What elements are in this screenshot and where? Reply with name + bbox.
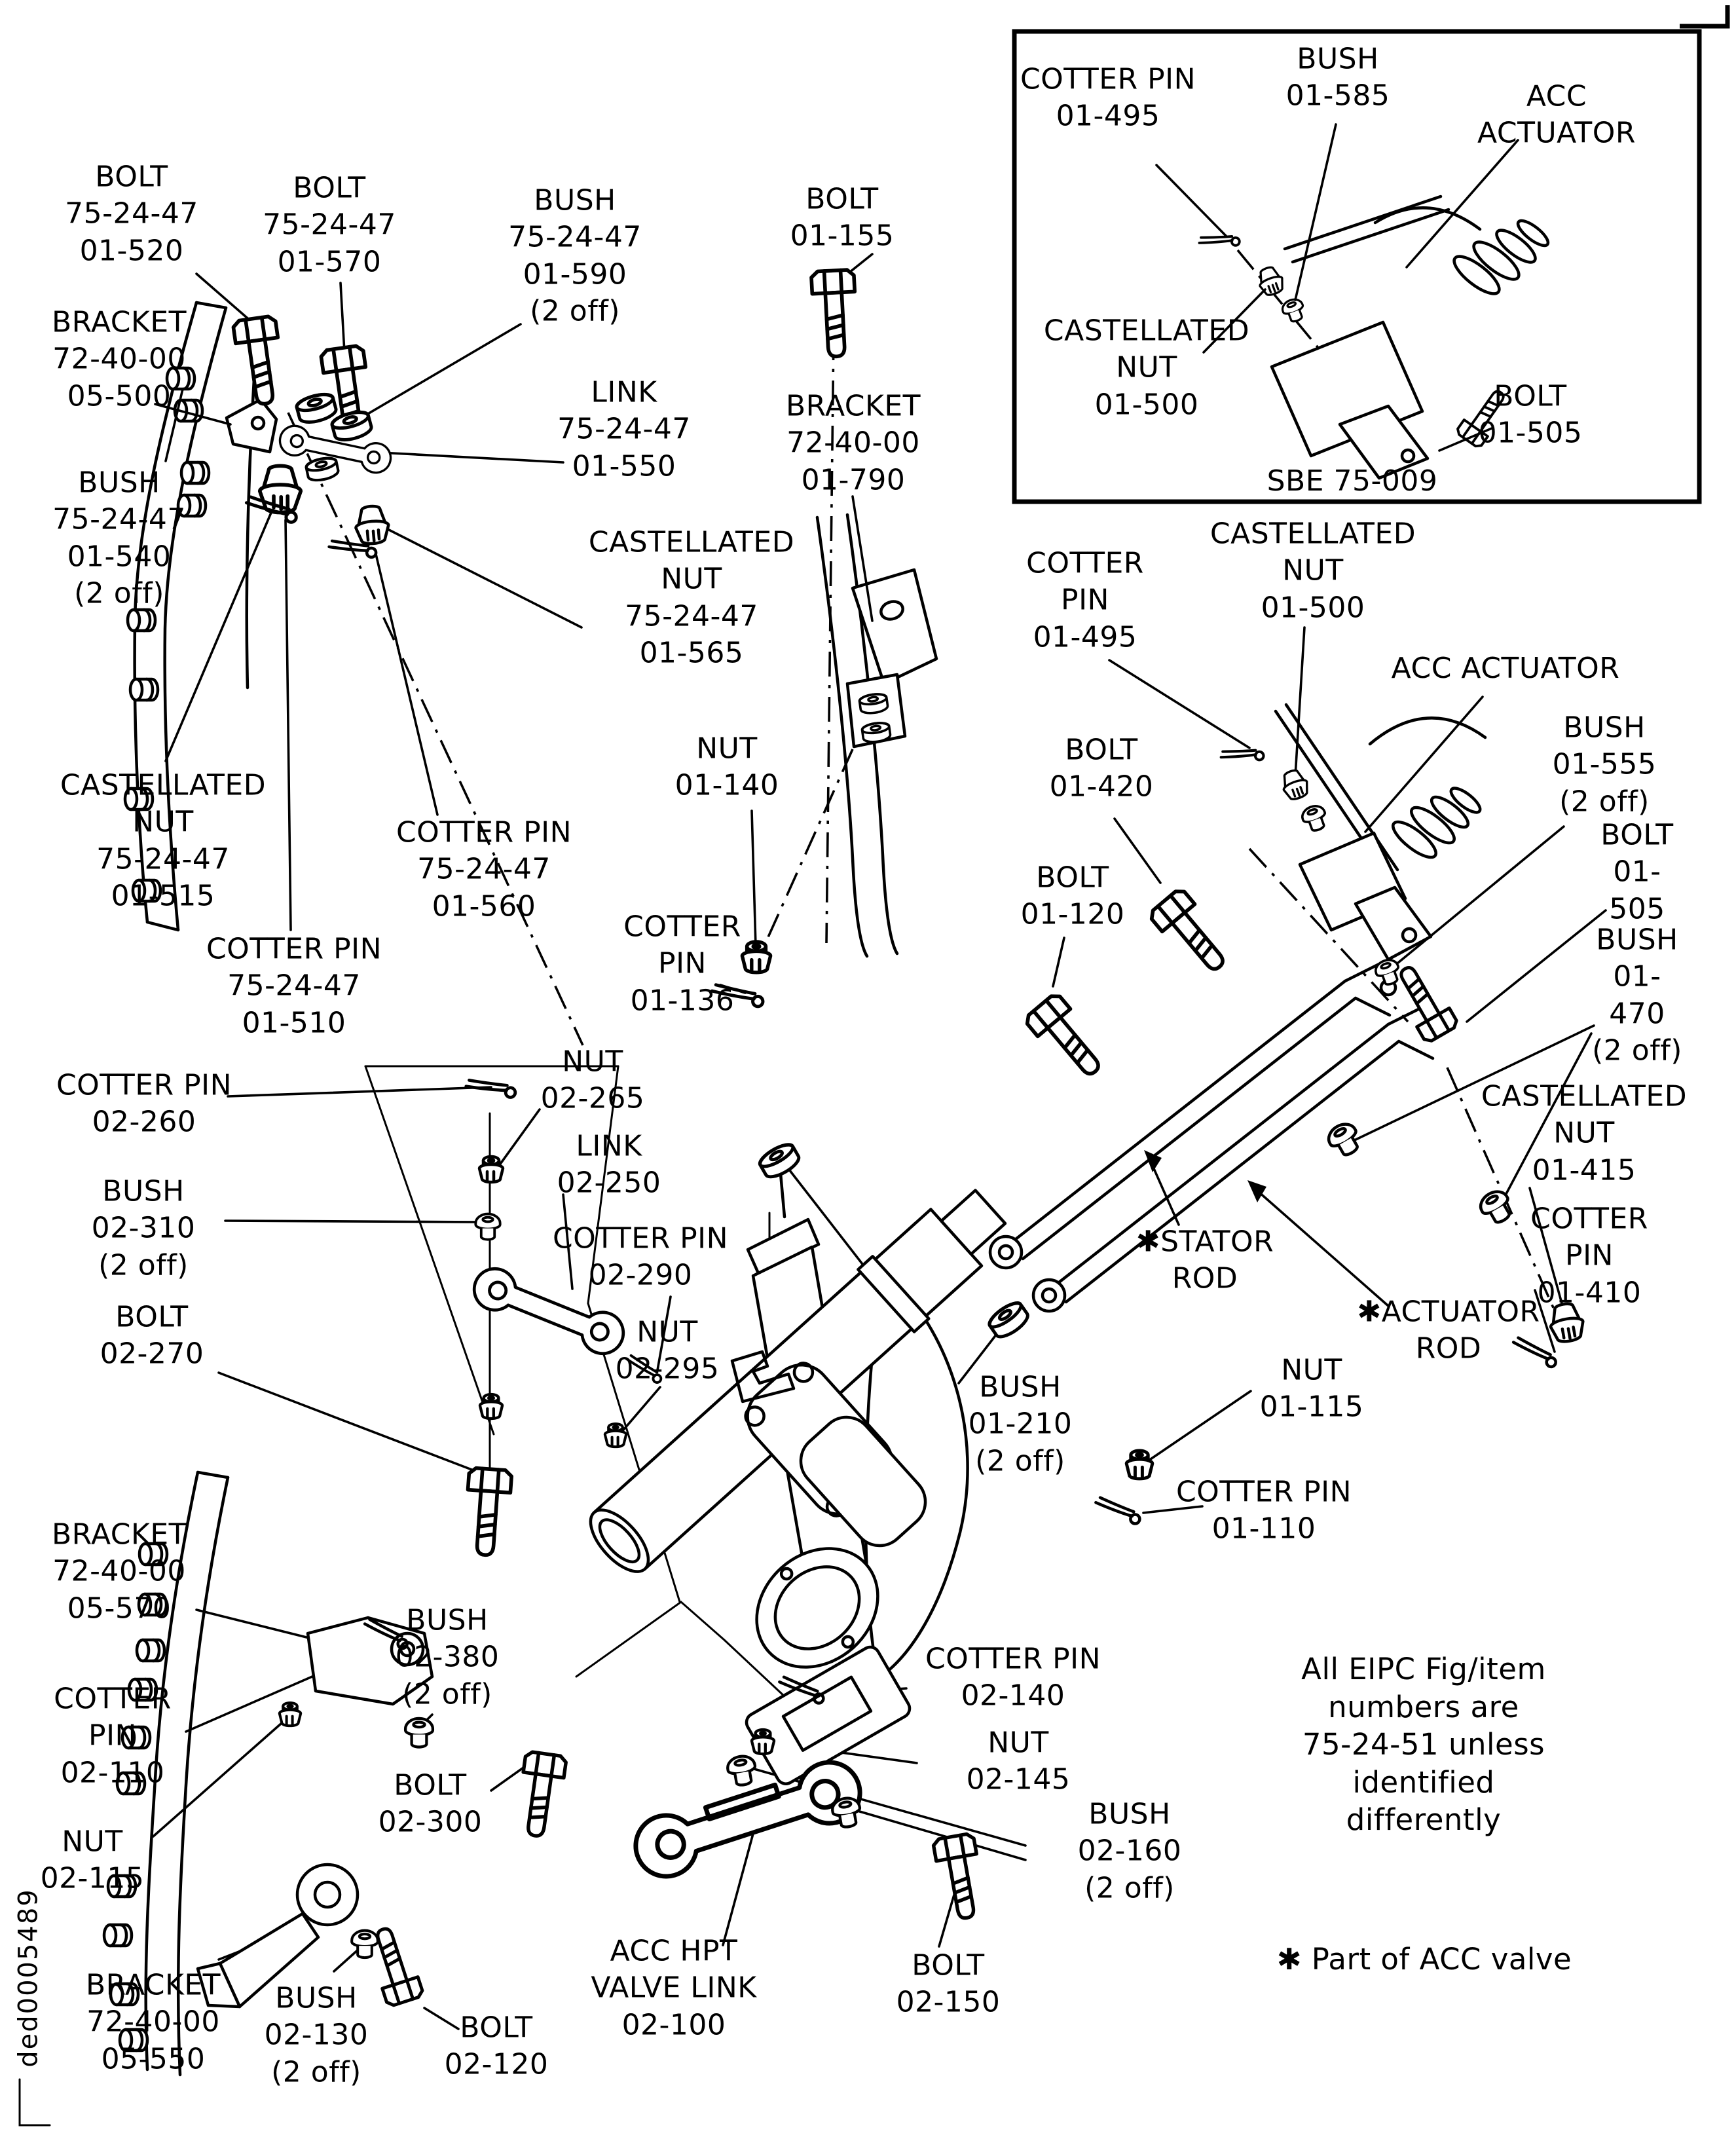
label-nut-02-145: NUT 02-145 bbox=[966, 1726, 1071, 1796]
label-bolt-01-570: BOLT 75-24-47 01-570 bbox=[263, 171, 396, 279]
valve-link-drawing bbox=[633, 1760, 862, 1879]
label-cotter-pin-01-560: COTTER PIN 75-24-47 01-560 bbox=[396, 815, 572, 923]
label-bush-02-130: BUSH 02-130 (2 off) bbox=[264, 1981, 369, 2089]
label-eipc-note: All EIPC Fig/item numbers are 75-24-51 u… bbox=[1301, 1652, 1546, 1838]
label-cotter-pin-01-495: COTTER PIN 01-495 bbox=[1026, 546, 1144, 654]
control-rods bbox=[988, 962, 1441, 1313]
label-bush-02-310: BUSH 02-310 (2 off) bbox=[91, 1174, 196, 1282]
label-link-01-550: LINK 75-24-47 01-550 bbox=[557, 375, 691, 483]
label-nut-01-115: NUT 01-115 bbox=[1259, 1353, 1364, 1424]
label-bush-01-590: BUSH 75-24-47 01-590 (2 off) bbox=[508, 183, 642, 328]
label-actuator-rod: ✱ACTUATOR ROD bbox=[1357, 1295, 1540, 1366]
label-bush-01-540: BUSH 75-24-47 01-540 (2 off) bbox=[52, 466, 186, 610]
label-castellated-nut-01-500: CASTELLATED NUT 01-500 bbox=[1210, 517, 1416, 625]
label-bolt-01-520: BOLT 75-24-47 01-520 bbox=[65, 160, 198, 268]
label-nut-02-115: NUT 02-115 bbox=[40, 1825, 145, 1895]
bracket-01-790-drawing bbox=[815, 513, 938, 958]
label-cotter-pin-02-290: COTTER PIN 02-290 bbox=[552, 1221, 729, 1292]
label-bolt-02-120: BOLT 02-120 bbox=[444, 2011, 549, 2081]
label-nut-01-140: NUT 01-140 bbox=[674, 732, 779, 802]
label-bracket-05-550: BRACKET 72-40-00 05-550 bbox=[85, 1968, 221, 2076]
inset-drawing bbox=[1155, 123, 1550, 480]
label-part-of-acc-valve: ✱ Part of ACC valve bbox=[1276, 1942, 1572, 1977]
inset-label-castellated-nut-01-500: CASTELLATED NUT 01-500 bbox=[1043, 314, 1250, 422]
label-bracket-05-500: BRACKET 72-40-00 05-500 bbox=[51, 305, 187, 413]
acc-actuator-drawing bbox=[1274, 703, 1487, 961]
label-acc-actuator: ACC ACTUATOR bbox=[1391, 651, 1620, 685]
inset-label-bolt-01-505: BOLT 01-505 bbox=[1478, 379, 1583, 450]
label-castellated-nut-01-565: CASTELLATED NUT 75-24-47 01-565 bbox=[588, 525, 795, 670]
center-assembly bbox=[589, 1172, 1007, 1785]
label-bush-02-160: BUSH 02-160 (2 off) bbox=[1077, 1797, 1182, 1905]
label-cotter-pin-01-510: COTTER PIN 75-24-47 01-510 bbox=[206, 932, 382, 1040]
label-nut-02-265: NUT 02-265 bbox=[540, 1045, 645, 1115]
label-link-02-250: LINK 02-250 bbox=[557, 1129, 661, 1200]
page-corner-marks bbox=[18, 5, 1730, 2127]
part-glyphs bbox=[232, 270, 1586, 2007]
label-cotter-pin-02-140: COTTER PIN 02-140 bbox=[925, 1642, 1101, 1713]
label-bolt-01-120: BOLT 01-120 bbox=[1020, 861, 1125, 931]
label-cotter-pin-02-260: COTTER PIN 02-260 bbox=[56, 1068, 232, 1139]
label-bush-01-470: BUSH 01-470 (2 off) bbox=[1592, 923, 1682, 1068]
inset-label-bush-01-585: BUSH 01-585 bbox=[1285, 42, 1390, 113]
label-bracket-01-790: BRACKET 72-40-00 01-790 bbox=[785, 389, 921, 497]
label-bolt-02-300: BOLT 02-300 bbox=[378, 1768, 483, 1839]
label-bolt-02-150: BOLT 02-150 bbox=[896, 1948, 1001, 2019]
label-nut-02-295: NUT 02-295 bbox=[615, 1315, 720, 1386]
label-bolt-01-505: BOLT 01-505 bbox=[1600, 818, 1674, 926]
label-figure-id: ded0005489 bbox=[13, 1888, 44, 2068]
inset-label-caption: SBE 75-009 bbox=[1266, 464, 1438, 498]
label-bush-01-555: BUSH 01-555 (2 off) bbox=[1552, 711, 1657, 819]
label-bolt-02-270: BOLT 02-270 bbox=[100, 1300, 204, 1371]
label-cotter-pin-02-110: COTTER PIN 02-110 bbox=[54, 1682, 172, 1790]
label-bracket-05-570: BRACKET 72-40-00 05-570 bbox=[51, 1517, 187, 1626]
label-castellated-nut-01-515: CASTELLATED NUT 75-24-47 01-515 bbox=[60, 768, 267, 913]
label-cotter-pin-01-136: COTTER PIN 01-136 bbox=[623, 910, 741, 1018]
inset-box bbox=[1012, 29, 1702, 504]
label-castellated-nut-01-415: CASTELLATED NUT 01-415 bbox=[1481, 1079, 1688, 1187]
label-bush-02-380: BUSH 02-380 (2 off) bbox=[395, 1603, 500, 1711]
label-stator-rod: ✱STATOR ROD bbox=[1136, 1225, 1274, 1295]
upper-left-rail bbox=[125, 301, 278, 932]
label-bush-01-210: BUSH 01-210 (2 off) bbox=[968, 1370, 1073, 1478]
inset-label-acc-actuator: ACC ACTUATOR bbox=[1477, 79, 1636, 150]
label-cotter-pin-01-410: COTTER PIN 01-410 bbox=[1530, 1202, 1648, 1310]
label-bolt-01-155: BOLT 01-155 bbox=[790, 182, 895, 253]
inset-label-cotter-pin-01-495: COTTER PIN 01-495 bbox=[1020, 62, 1196, 133]
label-acc-hpt-valve-link: ACC HPT VALVE LINK 02-100 bbox=[591, 1934, 757, 2042]
leader-lines bbox=[152, 253, 1607, 2030]
label-cotter-pin-01-110: COTTER PIN 01-110 bbox=[1175, 1475, 1352, 1546]
label-bolt-01-420: BOLT 01-420 bbox=[1049, 733, 1154, 804]
